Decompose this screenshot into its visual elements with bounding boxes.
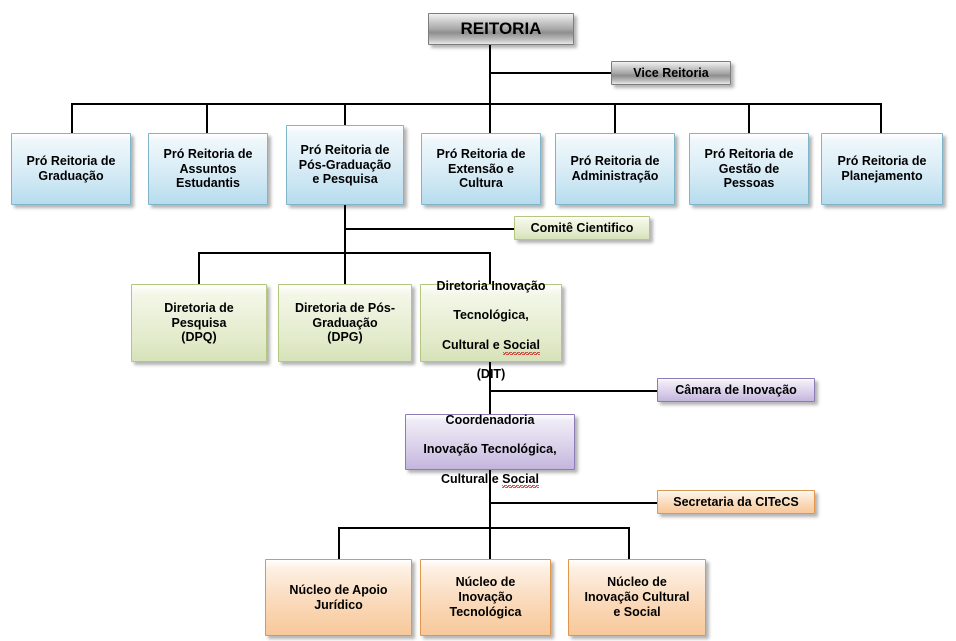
node-pro-reitoria-administracao[interactable]: Pró Reitoria de Administração xyxy=(555,133,675,205)
node-nucleo-inovacao-cultural-social-label: Núcleo de Inovação Cultural e Social xyxy=(584,575,690,619)
connector-drop-nucleo-tecnologica xyxy=(489,527,491,559)
node-nucleo-inovacao-tecnologica-label: Núcleo de Inovação Tecnológica xyxy=(449,575,522,619)
node-pro-reitoria-gestao-pessoas[interactable]: Pró Reitoria de Gestão de Pessoas xyxy=(689,133,809,205)
node-comite-cientifico[interactable]: Comitê Cientifico xyxy=(514,216,650,240)
coordenadoria-line-1: Coordenadoria xyxy=(445,412,535,427)
connector-drop-administracao xyxy=(614,103,616,133)
connector-nucleos-bus xyxy=(338,527,629,529)
node-pro-reitoria-planejamento[interactable]: Pró Reitoria de Planejamento xyxy=(821,133,943,205)
node-diretoria-pesquisa[interactable]: Diretoria de Pesquisa (DPQ) xyxy=(131,284,267,362)
node-pro-reitoria-assuntos-estudantis-label: Pró Reitoria de Assuntos Estudantis xyxy=(163,146,253,191)
node-camara-inovacao-label: Câmara de Inovação xyxy=(675,382,797,397)
connector-drop-pos xyxy=(344,103,346,133)
connector-drop-graduacao xyxy=(71,103,73,133)
node-pro-reitoria-pos-graduacao-pesquisa-label: Pró Reitoria de Pós-Graduação e Pesquisa xyxy=(298,142,392,187)
node-coordenadoria-inovacao[interactable]: Coordenadoria Inovação Tecnológica, Cult… xyxy=(405,413,575,488)
connector-pos-trunk xyxy=(344,205,346,284)
node-pro-reitoria-graduacao[interactable]: Pró Reitoria de Graduação xyxy=(11,133,131,205)
connector-reitoria-to-vice xyxy=(489,72,611,74)
dit-line-1: Diretoria Inovação xyxy=(436,278,546,293)
node-pro-reitoria-administracao-label: Pró Reitoria de Administração xyxy=(570,154,660,183)
node-camara-inovacao[interactable]: Câmara de Inovação xyxy=(657,378,815,402)
coordenadoria-line-3-prefix: Cultural e xyxy=(441,471,503,486)
dit-line-3-prefix: Cultural e xyxy=(442,337,504,352)
node-vice-reitoria[interactable]: Vice Reitoria xyxy=(611,61,731,85)
connector-drop-extensao xyxy=(489,103,491,133)
node-pro-reitoria-pos-graduacao-pesquisa[interactable]: Pró Reitoria de Pós-Graduação e Pesquisa xyxy=(286,125,404,205)
coordenadoria-misspelled-word: Social xyxy=(502,471,539,488)
dit-line-2: Tecnológica, xyxy=(453,308,529,323)
node-nucleo-apoio-juridico[interactable]: Núcleo de Apoio Jurídico xyxy=(265,559,412,636)
connector-drop-nucleo-cultural xyxy=(628,527,630,559)
node-vice-reitoria-label: Vice Reitoria xyxy=(633,65,709,80)
node-diretoria-pos-graduacao[interactable]: Diretoria de Pós- Graduação (DPG) xyxy=(278,284,412,362)
node-reitoria[interactable]: REITORIA xyxy=(428,13,574,45)
node-diretoria-inovacao-tecnologica-label: Diretoria Inovação Tecnológica, Cultural… xyxy=(425,264,557,382)
connector-drop-gestao xyxy=(748,103,750,133)
node-pro-reitoria-assuntos-estudantis[interactable]: Pró Reitoria de Assuntos Estudantis xyxy=(148,133,268,205)
connector-drop-assuntos xyxy=(206,103,208,133)
connector-drop-dpg xyxy=(344,252,346,284)
node-secretaria-citecs[interactable]: Secretaria da CITeCS xyxy=(657,490,815,514)
connector-drop-dit xyxy=(489,252,491,284)
node-nucleo-inovacao-cultural-social[interactable]: Núcleo de Inovação Cultural e Social xyxy=(568,559,706,636)
connector-pos-to-comite xyxy=(344,228,514,230)
node-comite-cientifico-label: Comitê Cientifico xyxy=(530,220,634,235)
coordenadoria-line-2: Inovação Tecnológica, xyxy=(423,442,557,456)
connector-coordenadoria-trunk xyxy=(489,470,491,560)
node-reitoria-label: REITORIA xyxy=(460,18,542,38)
node-diretoria-pesquisa-label: Diretoria de Pesquisa (DPQ) xyxy=(164,300,234,345)
node-secretaria-citecs-label: Secretaria da CITeCS xyxy=(673,494,799,509)
node-pro-reitoria-graduacao-label: Pró Reitoria de Graduação xyxy=(26,154,116,183)
connector-drop-planejamento xyxy=(880,103,882,133)
node-coordenadoria-inovacao-label: Coordenadoria Inovação Tecnológica, Cult… xyxy=(410,398,570,488)
connector-proreitoria-bus xyxy=(71,103,881,105)
node-pro-reitoria-planejamento-label: Pró Reitoria de Planejamento xyxy=(837,154,927,183)
node-nucleo-inovacao-tecnologica[interactable]: Núcleo de Inovação Tecnológica xyxy=(420,559,551,636)
dit-line-4: (DIT) xyxy=(476,367,506,382)
node-pro-reitoria-gestao-pessoas-label: Pró Reitoria de Gestão de Pessoas xyxy=(704,146,794,191)
node-nucleo-apoio-juridico-label: Núcleo de Apoio Jurídico xyxy=(289,582,388,612)
node-pro-reitoria-extensao-cultura-label: Pró Reitoria de Extensão e Cultura xyxy=(436,146,526,191)
node-pro-reitoria-extensao-cultura[interactable]: Pró Reitoria de Extensão e Cultura xyxy=(421,133,541,205)
connector-drop-dpq xyxy=(198,252,200,284)
connector-reitoria-trunk xyxy=(489,44,491,104)
dit-misspelled-word: Social xyxy=(503,337,540,355)
connector-coordenadoria-to-secretaria xyxy=(489,502,657,504)
node-diretoria-pos-graduacao-label: Diretoria de Pós- Graduação (DPG) xyxy=(294,300,396,345)
node-diretoria-inovacao-tecnologica[interactable]: Diretoria Inovação Tecnológica, Cultural… xyxy=(420,279,562,381)
connector-dit-to-camara xyxy=(489,390,657,392)
connector-drop-nucleo-juridico xyxy=(338,527,340,559)
